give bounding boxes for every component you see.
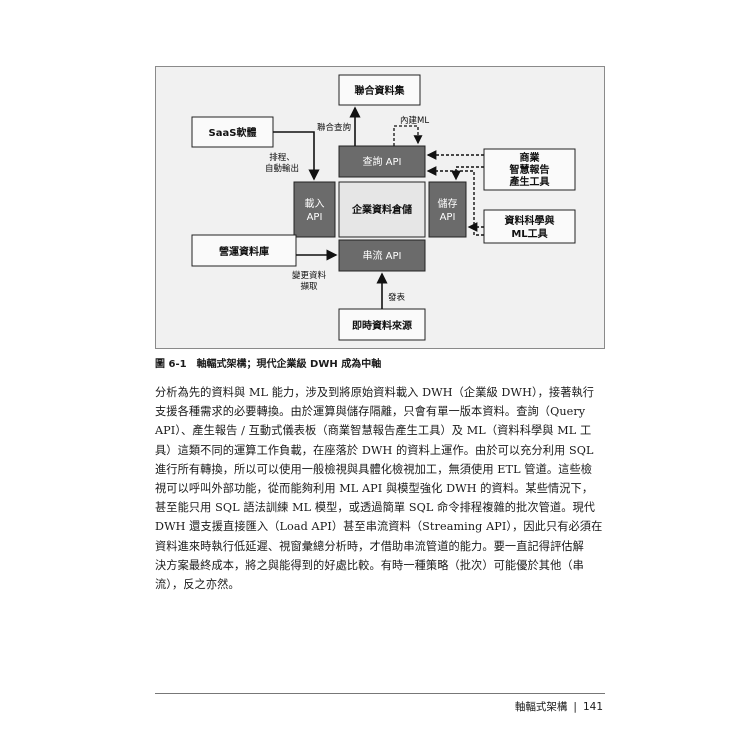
streaming-api-box: 串流 API [338, 239, 426, 272]
realtime-data-source-box: 即時資料來源 [338, 308, 426, 341]
svg-text:聯合資料集: 聯合資料集 [355, 84, 406, 97]
svg-text:串流 API: 串流 API [363, 249, 402, 262]
federated-query-arrow: 聯合查詢 [317, 106, 361, 146]
footer-separator: | [573, 701, 577, 713]
svg-text:ML工具: ML工具 [511, 228, 547, 240]
page-footer: 軸輻式架構 | 141 [515, 699, 603, 714]
figure-caption-text: 軸輻式架構；現代企業級 DWH 成為中軸 [196, 359, 382, 370]
load-api-box: 載入 API [293, 181, 336, 238]
body-line: DWH 還支援直接匯入（Load API）甚至串流資料（Streaming AP… [155, 520, 603, 534]
svg-text:排程、: 排程、 [269, 152, 295, 163]
builtin-ml-loop-arrow: 內建ML [393, 115, 429, 146]
footer-section-title: 軸輻式架構 [514, 701, 568, 713]
opsdb-to-streaming-api-arrow: 變更資料 擷取 [292, 249, 338, 292]
svg-text:發表: 發表 [388, 292, 406, 303]
body-line: 視可以呼叫外部功能，從而能夠利用 ML API 與模型強化 DWH 的資料。某些… [155, 482, 594, 496]
query-api-box: 查詢 API [338, 145, 426, 178]
body-line: 資料進來時執行低延遲、視窗彙總分析時，才借助串流管道的能力。要一直記得評估解 [155, 539, 584, 553]
svg-text:商業: 商業 [520, 151, 541, 164]
svg-text:API: API [440, 212, 456, 223]
svg-text:儲存: 儲存 [438, 197, 458, 210]
bi-tools-box: 商業 智慧報告 產生工具 [483, 148, 576, 191]
ds-to-query-api-arrow [426, 166, 484, 236]
body-line: 流），反之亦然。 [155, 578, 240, 592]
figure-number: 圖 6-1 [155, 359, 187, 370]
body-line: API）、產生報告 / 互動式儀表板（商業智慧報告產生工具）及 ML（資料科學與… [155, 424, 592, 438]
body-line: 決方案最終成本，將之與能得到的好處比較。有時一種策略（批次）可能優於其他（串 [155, 558, 584, 572]
page-number: 141 [582, 701, 603, 713]
figure-caption: 圖 6-1 軸輻式架構；現代企業級 DWH 成為中軸 [155, 355, 381, 370]
svg-text:聯合查詢: 聯合查詢 [317, 122, 352, 133]
footer-divider [155, 693, 605, 694]
svg-text:智慧報告: 智慧報告 [510, 163, 550, 176]
data-science-ml-tools-box: 資料科學與 ML工具 [483, 209, 576, 244]
operational-database-box: 營運資料庫 [191, 234, 297, 267]
body-line: 進行所有轉換，所以可以使用一般檢視與具體化檢視加工，無須使用 ETL 管道。這些… [155, 462, 593, 476]
svg-text:變更資料: 變更資料 [292, 270, 327, 281]
realtime-to-streaming-api-arrow: 發表 [376, 272, 406, 309]
svg-text:產生工具: 產生工具 [509, 175, 550, 188]
svg-text:營運資料庫: 營運資料庫 [219, 245, 269, 258]
svg-text:載入: 載入 [305, 198, 325, 210]
svg-text:SaaS軟體: SaaS軟體 [209, 126, 257, 139]
enterprise-data-warehouse-box: 企業資料倉儲 [338, 181, 426, 238]
svg-text:查詢 API: 查詢 API [363, 155, 402, 168]
svg-text:內建ML: 內建ML [400, 115, 429, 126]
svg-text:擷取: 擷取 [300, 281, 318, 292]
hub-spoke-diagram-svg: 聯合資料集 SaaS軟體 查詢 API 商業 智慧報告 產生工具 載入 API [191, 74, 576, 341]
body-paragraph: 分析為先的資料與 ML 能力，涉及到將原始資料載入 DWH（企業級 DWH），接… [155, 383, 610, 594]
body-line: 分析為先的資料與 ML 能力，涉及到將原始資料載入 DWH（企業級 DWH），接… [155, 386, 595, 399]
svg-text:API: API [307, 212, 323, 223]
body-line: 甚至能只用 SQL 語法訓練 ML 模型，或透過簡單 SQL 命令排程複雜的批次… [155, 501, 596, 515]
body-line: 具）這類不同的運算工作負載，在座落於 DWH 的資料上運作。由於可以充分利用 S… [155, 443, 594, 457]
body-line: 支援各種需求的必要轉換。由於運算與儲存隔離，只會有單一版本資料。查詢（Query [155, 405, 586, 419]
bi-to-storage-api-arrow [451, 166, 484, 181]
figure-diagram: 聯合資料集 SaaS軟體 查詢 API 商業 智慧報告 產生工具 載入 API [155, 66, 605, 349]
saas-software-box: SaaS軟體 [191, 116, 274, 148]
storage-api-box: 儲存 API [428, 181, 467, 238]
svg-text:自動輸出: 自動輸出 [265, 163, 299, 174]
federated-dataset-box: 聯合資料集 [338, 74, 421, 106]
svg-text:資料科學與: 資料科學與 [505, 214, 555, 227]
svg-text:即時資料來源: 即時資料來源 [352, 319, 412, 332]
svg-text:企業資料倉儲: 企業資料倉儲 [351, 203, 412, 216]
saas-to-load-api-arrow: 排程、 自動輸出 [265, 131, 320, 181]
